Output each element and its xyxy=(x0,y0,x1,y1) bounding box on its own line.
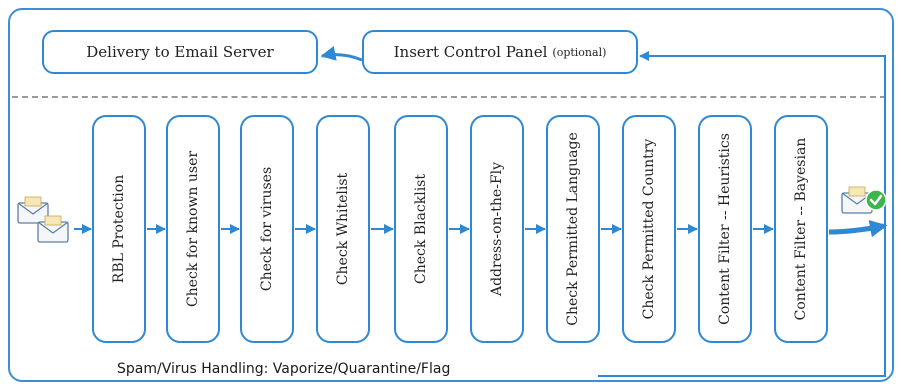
to-delivery-arrow xyxy=(320,46,363,62)
step-rbl-protection: RBL Protection xyxy=(92,115,146,343)
control-panel-box: Insert Control Panel (optional) xyxy=(362,30,638,74)
envelopes-icon xyxy=(17,196,69,243)
step-check-known-user: Check for known user xyxy=(166,115,220,343)
step-check-language: Check Permitted Language xyxy=(546,115,600,343)
section-divider xyxy=(12,96,886,98)
envelope-check-icon xyxy=(841,186,887,214)
pipeline-frame xyxy=(8,8,894,382)
delivery-box: Delivery to Email Server xyxy=(42,30,318,74)
control-panel-note: (optional) xyxy=(552,45,607,59)
delivery-label: Delivery to Email Server xyxy=(86,43,274,61)
step-address-on-the-fly: Address-on-the-Fly xyxy=(470,115,524,343)
step-check-whitelist: Check Whitelist xyxy=(316,115,370,343)
control-panel-label: Insert Control Panel xyxy=(393,43,548,61)
step-check-blacklist: Check Blacklist xyxy=(394,115,448,343)
step-check-country: Check Permitted Country xyxy=(622,115,676,343)
output-arrow xyxy=(828,219,888,238)
step-content-filter-heuristics: Content Filter -- Heuristics xyxy=(698,115,752,343)
step-content-filter-bayesian: Content Filter -- Bayesian xyxy=(774,115,828,343)
spam-handling-label: Spam/Virus Handling: Vaporize/Quarantine… xyxy=(117,361,454,377)
return-arrow xyxy=(598,51,886,377)
step-check-viruses: Check for viruses xyxy=(240,115,294,343)
